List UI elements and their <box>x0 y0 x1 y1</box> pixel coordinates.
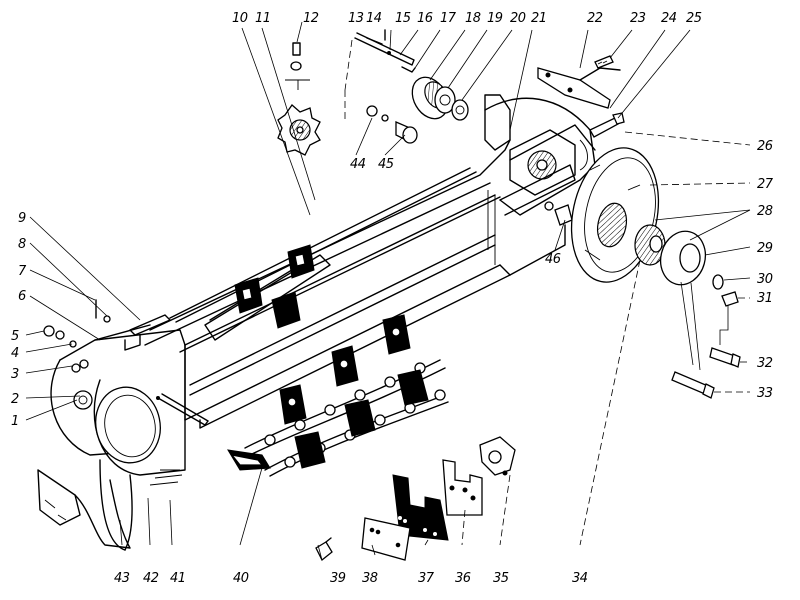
callout-2: 2 <box>11 392 19 407</box>
callout-45: 45 <box>378 157 394 172</box>
callout-10: 10 <box>232 11 248 26</box>
callout-20: 20 <box>510 11 526 26</box>
bolt-12 <box>292 42 301 56</box>
callout-35: 35 <box>493 571 509 586</box>
callout-13: 13 <box>348 11 364 26</box>
nut-12 <box>290 61 302 71</box>
callout-38: 38 <box>362 571 378 586</box>
callout-41: 41 <box>170 571 186 586</box>
upper-scraper-chain <box>204 244 331 341</box>
scraper-flight <box>287 244 315 279</box>
key-16 <box>401 66 416 73</box>
callout-36: 36 <box>455 571 471 586</box>
scraper-chain-40 <box>227 314 449 477</box>
callout-29: 29 <box>757 241 773 256</box>
scraper-flight <box>331 345 359 387</box>
conveyor-frame <box>144 139 511 429</box>
callout-24: 24 <box>661 11 677 26</box>
scraper-flight <box>234 277 263 314</box>
bolt-25-26 <box>589 112 625 138</box>
bolt-32 <box>709 347 741 368</box>
washer-8 <box>103 315 111 323</box>
callout-5: 5 <box>11 329 19 344</box>
callout-9: 9 <box>18 211 26 226</box>
callout-34: 34 <box>572 571 588 586</box>
seal-20 <box>451 99 469 121</box>
bolt-23 <box>594 55 614 69</box>
callout-23: 23 <box>630 11 646 26</box>
callout-12: 12 <box>303 11 319 26</box>
callout-19: 19 <box>487 11 503 26</box>
callout-27: 27 <box>757 177 774 192</box>
callout-46: 46 <box>545 252 561 267</box>
leader-lines <box>25 21 751 561</box>
lock-plate-31 <box>721 291 739 307</box>
belt-42 <box>99 459 133 551</box>
nut-5 <box>43 325 55 337</box>
scraper-flight <box>279 384 307 425</box>
callout-labels: 1 2 3 4 5 6 7 8 9 10 11 12 13 14 15 16 1… <box>11 11 774 586</box>
callout-11: 11 <box>255 11 271 26</box>
drive-pulley-27 <box>570 147 660 283</box>
tensioner-housing <box>50 314 186 486</box>
callout-8: 8 <box>18 237 26 252</box>
callout-33: 33 <box>757 386 773 401</box>
hardware-44-45 <box>366 105 418 144</box>
callout-42: 42 <box>143 571 159 586</box>
callout-3: 3 <box>11 367 19 382</box>
scraper-flight <box>271 291 301 329</box>
scraper-flight <box>382 314 411 355</box>
callout-30: 30 <box>757 272 773 287</box>
drive-sprocket-12 <box>277 42 321 156</box>
guard-43 <box>37 469 131 549</box>
callout-15: 15 <box>395 11 411 26</box>
callout-17: 17 <box>440 11 457 26</box>
chain-link-35 <box>479 436 516 476</box>
callout-18: 18 <box>465 11 481 26</box>
bearing-19 <box>434 86 456 114</box>
chain-links <box>264 362 446 468</box>
callout-22: 22 <box>587 11 603 26</box>
left-hardware <box>43 299 111 348</box>
callout-7: 7 <box>18 264 27 279</box>
wear-strip-38 <box>361 517 411 561</box>
callout-44: 44 <box>350 157 366 172</box>
callout-43: 43 <box>114 571 130 586</box>
bolt-33 <box>671 371 715 399</box>
shaft-13 <box>344 32 415 123</box>
callout-40: 40 <box>233 571 249 586</box>
callout-25: 25 <box>686 11 702 26</box>
callout-1: 1 <box>11 414 19 429</box>
washer-30 <box>712 274 724 290</box>
callout-14: 14 <box>366 11 382 26</box>
callout-32: 32 <box>757 356 773 371</box>
callout-16: 16 <box>417 11 433 26</box>
callout-37: 37 <box>418 571 435 586</box>
washer-5b <box>55 330 65 340</box>
callout-31: 31 <box>757 291 773 306</box>
callout-26: 26 <box>757 139 773 154</box>
callout-21: 21 <box>531 11 547 26</box>
bracket-22 <box>537 67 621 109</box>
scraper-flight <box>294 431 326 469</box>
scraper-bracket-36 <box>442 459 483 516</box>
callout-6: 6 <box>18 289 26 304</box>
pin-15 <box>387 51 391 55</box>
stud-46 <box>544 201 573 226</box>
drive-housing <box>484 94 596 276</box>
scraper-flight <box>344 399 376 437</box>
tension-rod-41 <box>156 393 209 426</box>
bolt-39 <box>315 537 333 562</box>
hub-29 <box>634 224 707 286</box>
scraper-plate-37 <box>392 474 449 541</box>
callout-28: 28 <box>757 204 773 219</box>
callout-39: 39 <box>330 571 346 586</box>
scraper-flight <box>397 369 429 406</box>
callout-4: 4 <box>11 346 19 361</box>
